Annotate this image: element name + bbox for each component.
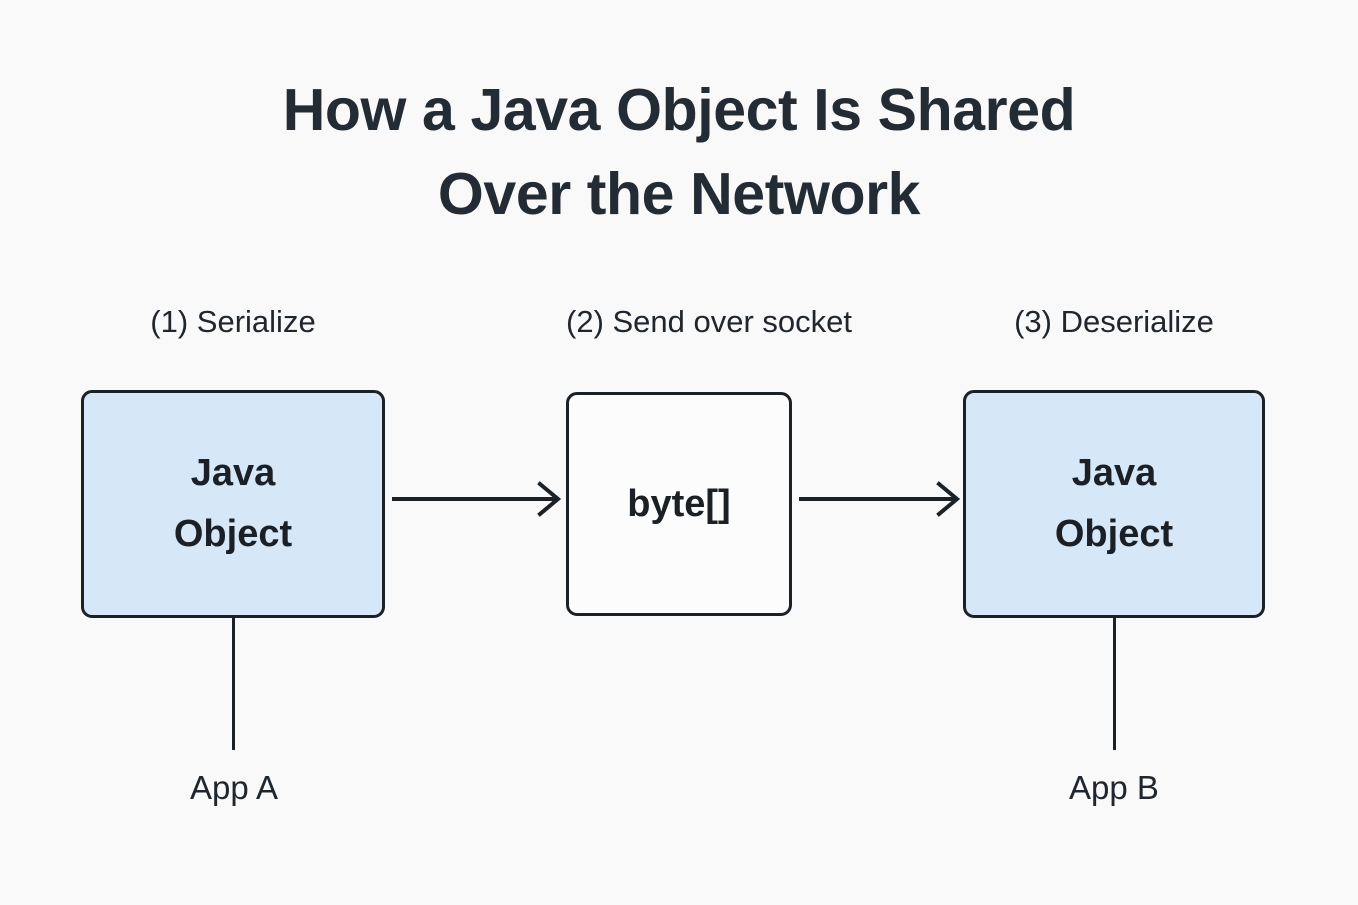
step-label-deserialize: (3) Deserialize [1014, 304, 1214, 339]
arrow-serialize-to-bytes-icon [392, 481, 562, 517]
step-label-serialize: (1) Serialize [150, 304, 316, 339]
node-java-object-b-line-2: Object [1054, 513, 1174, 555]
node-byte-array: byte[] [566, 392, 792, 616]
label-app-a: App A [189, 769, 279, 806]
node-java-object-b-line-1: Java [1071, 452, 1157, 494]
connector-line-app-b [1113, 618, 1116, 750]
label-app-b: App B [1069, 769, 1159, 806]
page-title-line-1: How a Java Object Is Shared [282, 77, 1076, 143]
node-java-object-a: Java Object [81, 390, 385, 618]
page-title-line-2: Over the Network [437, 161, 921, 227]
arrow-bytes-to-deserialize-icon [799, 481, 961, 517]
step-label-send-over-socket: (2) Send over socket [566, 304, 853, 339]
connector-line-app-a [232, 618, 235, 750]
node-java-object-a-line-1: Java [190, 452, 276, 494]
node-java-object-b: Java Object [963, 390, 1265, 618]
page-title: How a Java Object Is Shared Over the Net… [0, 68, 1358, 236]
node-java-object-a-line-2: Object [173, 513, 293, 555]
node-byte-array-label: byte[] [627, 482, 731, 525]
